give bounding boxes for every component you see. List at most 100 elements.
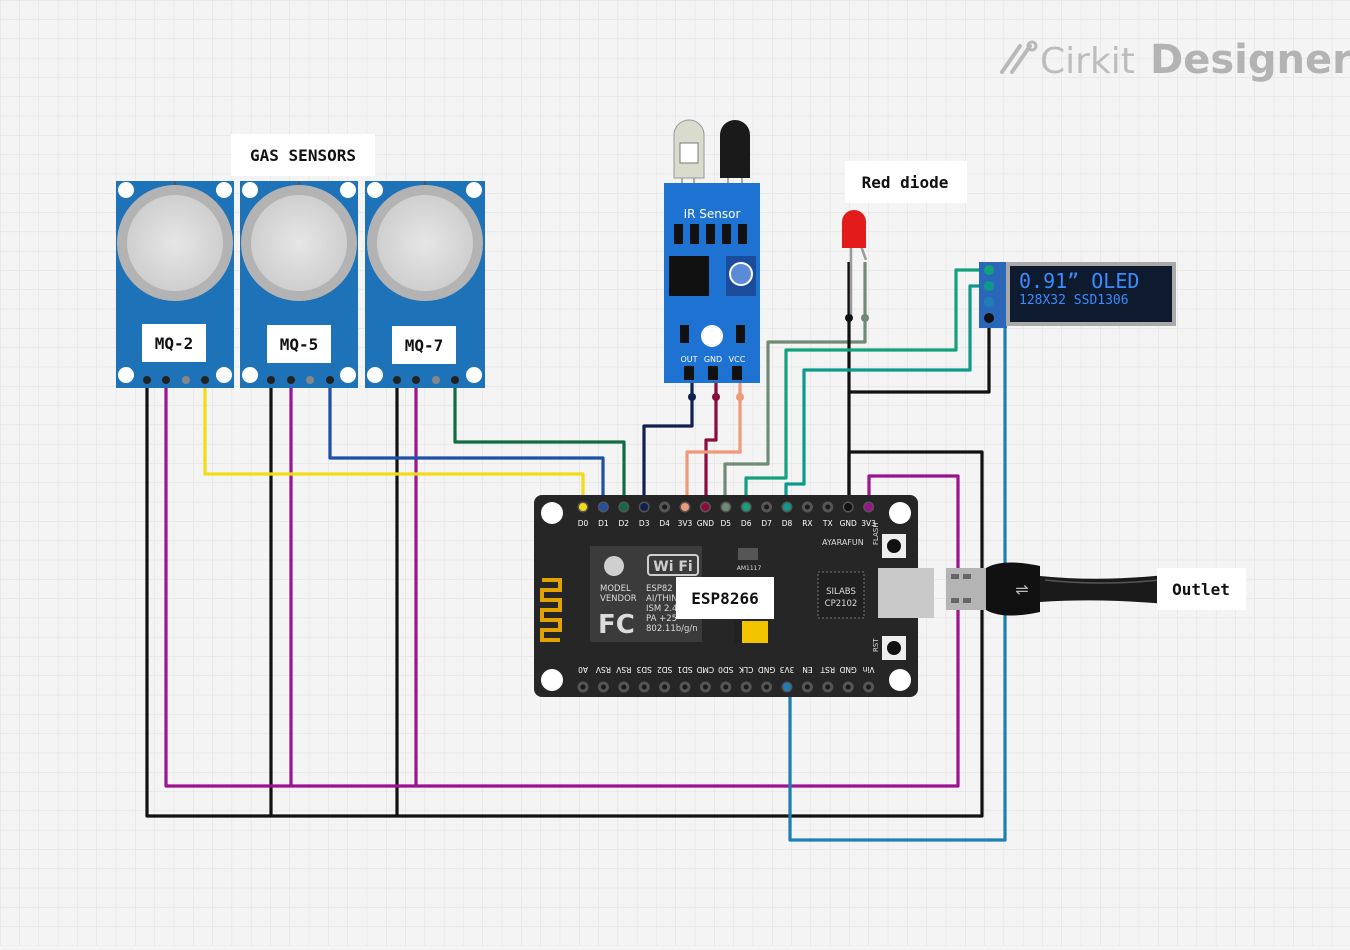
wire-end-dot-14 — [864, 503, 873, 511]
bottom-pin-hole-13 — [845, 684, 851, 690]
pcb-antenna — [540, 578, 562, 642]
top-pin-label-14: 3V3 — [861, 519, 876, 528]
red-led[interactable] — [842, 210, 869, 322]
wire-oled-sda-d6[interactable] — [744, 268, 989, 505]
wire-end-dot-0 — [579, 503, 587, 511]
brand-name-light: Cirkit — [1040, 41, 1135, 82]
mq5-label: MQ-5 — [280, 335, 319, 354]
top-pin-label-11: RX — [802, 519, 812, 528]
wire-end-dot-8 — [742, 503, 751, 511]
bottom-pin-label-11: EN — [802, 665, 812, 674]
gas-sensor-mq7[interactable]: MQ-7 — [365, 181, 485, 388]
top-pin-label-2: D2 — [619, 519, 630, 528]
outlet-label-text: Outlet — [1172, 580, 1230, 599]
wire-oled-scl-d8[interactable] — [784, 284, 989, 505]
esp-text-line3: ISM 2.4 — [646, 604, 677, 614]
top-pin-label-0: D0 — [578, 519, 589, 528]
cirkit-logo-icon — [1000, 40, 1038, 74]
bottom-pin-hole-4 — [662, 684, 668, 690]
ir-pin-gnd-label: GND — [704, 355, 722, 364]
usb-chip-text1: SILABS — [826, 587, 856, 597]
esp8266-label: ESP8266 — [676, 577, 774, 619]
oled-display[interactable]: 0.91” OLED 128X32 SSD1306 — [979, 262, 1176, 328]
top-pin-label-3: D3 — [639, 519, 650, 528]
wire-led-anode-d5[interactable] — [723, 262, 867, 505]
esp-text-line4: PA +25 — [646, 614, 677, 624]
top-pin-label-4: D4 — [659, 519, 670, 528]
bottom-pin-hole-0 — [580, 684, 586, 690]
gas-sensor-mq2[interactable]: MQ-2 — [116, 181, 234, 388]
bottom-pin-label-4: SD2 — [657, 665, 673, 674]
micro-usb-port[interactable] — [878, 568, 934, 618]
wire-end-dot-bottom-3v3 — [783, 683, 791, 691]
top-pin-label-7: D5 — [721, 519, 732, 528]
wire-mq2-vcc[interactable] — [164, 378, 960, 788]
top-pin-label-8: D6 — [741, 519, 752, 528]
bottom-pin-hole-9 — [764, 684, 770, 690]
wire-end-dot-13 — [844, 503, 853, 511]
bottom-pin-hole-14 — [866, 684, 872, 690]
bottom-pin-label-2: RSV — [615, 665, 631, 674]
bottom-pin-label-6: CMD — [696, 665, 714, 674]
bottom-pin-hole-3 — [641, 684, 647, 690]
fcc-logo: FC — [598, 610, 635, 640]
top-pin-label-5: 3V3 — [678, 519, 693, 528]
wire-end-dot-6 — [701, 503, 710, 511]
oled-line1: 0.91” OLED — [1019, 269, 1139, 293]
usb-cable[interactable]: ⇌ — [946, 562, 1165, 616]
wire-end-dot-5 — [681, 503, 689, 511]
wire-oled-gnd[interactable] — [849, 318, 991, 394]
wire-ir-vcc[interactable] — [685, 372, 742, 505]
red-diode-label-text: Red diode — [862, 173, 949, 192]
mq7-label: MQ-7 — [405, 336, 444, 355]
bottom-pin-label-12: RST — [820, 665, 835, 674]
bottom-pin-hole-5 — [682, 684, 688, 690]
top-pin-label-10: D8 — [782, 519, 793, 528]
top-pin-label-1: D1 — [598, 519, 609, 528]
potentiometer[interactable] — [729, 262, 753, 286]
top-pin-label-13: GND — [840, 519, 857, 528]
top-pin-hole-12 — [825, 504, 831, 510]
brand-name-bold: Designer — [1150, 37, 1350, 83]
usb-icon: ⇌ — [1015, 580, 1028, 599]
bottom-pin-label-13: GND — [839, 665, 856, 674]
wire-mq7-ao-d2[interactable] — [453, 378, 626, 505]
esp-text-line5: 802.11b/g/n — [646, 624, 698, 634]
oled-line2: 128X32 SSD1306 — [1019, 293, 1129, 308]
wire-ir-gnd[interactable] — [704, 372, 718, 505]
wires — [145, 262, 1007, 842]
bottom-pin-label-8: CLK — [738, 665, 753, 674]
gas-sensors-label-text: GAS SENSORS — [250, 146, 356, 165]
bottom-pin-label-3: SD3 — [636, 665, 652, 674]
comparator-chip — [669, 256, 709, 296]
wire-end-dot-10 — [783, 503, 791, 511]
model-text: MODEL — [600, 584, 631, 594]
ir-sensor[interactable]: IR Sensor OUT GND VCC — [664, 119, 760, 401]
wire-mq2-ao-d0[interactable] — [203, 378, 585, 505]
bottom-pin-label-5: SD1 — [677, 665, 693, 674]
rst-text: RST — [872, 638, 880, 652]
esp8266-label-text: ESP8266 — [691, 589, 758, 608]
wire-mq5-ao-d1[interactable] — [328, 378, 605, 505]
usb-chip-text2: CP2102 — [825, 599, 858, 609]
esp-logo-icon — [604, 556, 624, 576]
ir-sensor-title: IR Sensor — [684, 207, 741, 221]
bottom-pin-hole-6 — [702, 684, 708, 690]
top-pin-label-6: GND — [697, 519, 714, 528]
brand-logo: Cirkit Designer — [1000, 37, 1350, 83]
led-body — [842, 210, 866, 248]
bottom-pin-label-10: 3V3 — [779, 665, 794, 674]
wire-end-dot-2 — [619, 503, 628, 511]
bottom-pin-hole-8 — [743, 684, 749, 690]
gas-sensor-mq5[interactable]: MQ-5 — [240, 181, 358, 388]
bottom-pin-label-7: SD0 — [718, 665, 734, 674]
red-diode-label: Red diode — [845, 161, 967, 203]
ir-pin-out-label: OUT — [680, 355, 697, 364]
esp-text-line2: AI/THIN — [646, 594, 678, 604]
bottom-pin-hole-1 — [600, 684, 606, 690]
bottom-pin-label-9: GND — [758, 665, 775, 674]
